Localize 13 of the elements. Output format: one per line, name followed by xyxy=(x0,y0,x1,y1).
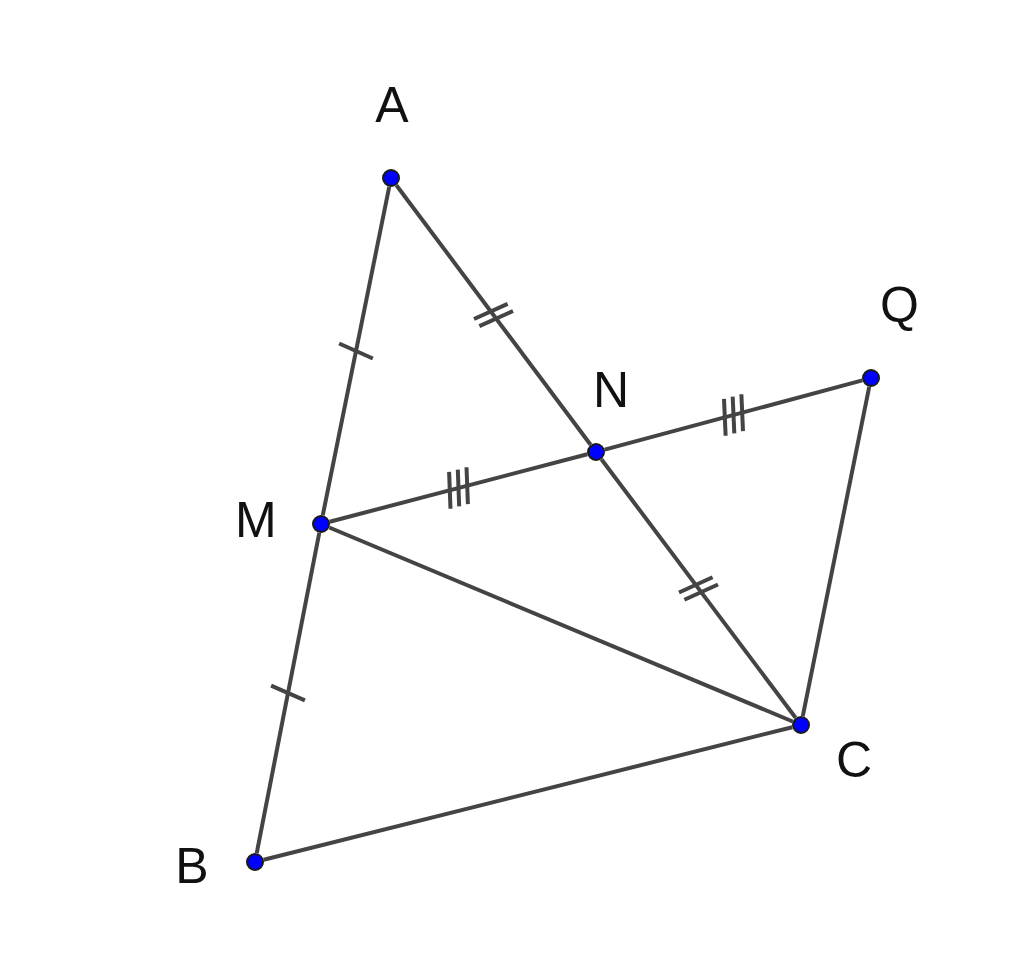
line-segment xyxy=(800,386,872,717)
line-segment xyxy=(254,532,322,854)
line-segment xyxy=(263,725,793,862)
point-label: A xyxy=(375,80,409,130)
line-segment xyxy=(599,458,798,719)
line-segment xyxy=(328,525,794,724)
line-segment xyxy=(320,186,392,516)
line-segment xyxy=(329,452,588,524)
line-segment xyxy=(604,378,863,452)
point-label: B xyxy=(175,841,209,891)
line-segment xyxy=(394,184,593,446)
point-label: C xyxy=(836,735,870,785)
point-label: N xyxy=(593,365,627,415)
